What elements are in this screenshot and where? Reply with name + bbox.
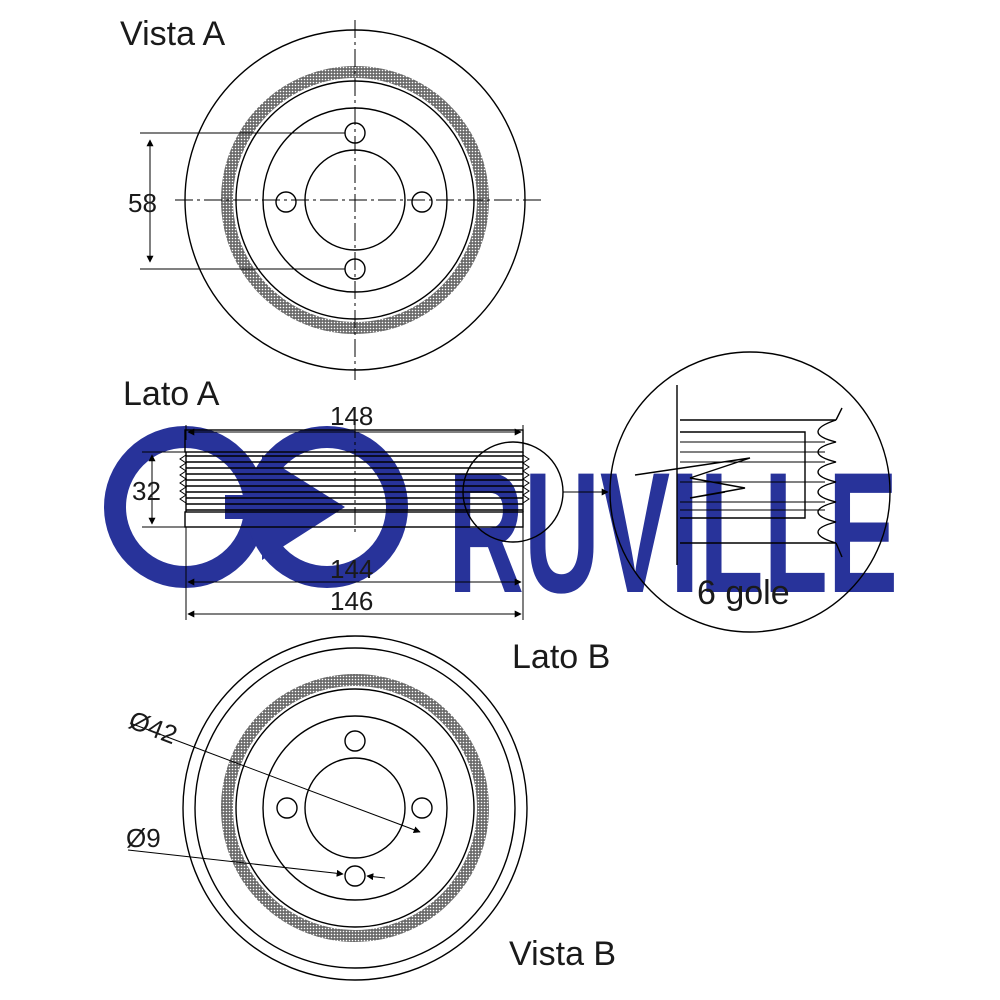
dim-inner-width-2: 146 [330, 586, 373, 616]
vista-b-view [127, 635, 528, 981]
dim-inner-width-1: 144 [330, 554, 373, 584]
vista-b-label: Vista B [509, 935, 616, 973]
lato-b-label: Lato B [512, 638, 610, 676]
lato-a-label: Lato A [123, 375, 220, 413]
dim-height: 32 [132, 476, 161, 506]
dim-bolt-spacing: 58 [128, 188, 157, 218]
vista-a-label: Vista A [120, 15, 226, 53]
vista-a-view [140, 20, 545, 380]
groove-detail [609, 351, 891, 633]
grooves-label: 6 gole [697, 574, 790, 612]
side-view [142, 420, 609, 620]
dim-outer-width: 148 [330, 401, 373, 431]
dim-hole-diameter: Ø9 [126, 823, 161, 853]
ruville-logo-text: RUVILLE [448, 437, 898, 629]
dim-bore-diameter: Ø42 [125, 705, 182, 751]
